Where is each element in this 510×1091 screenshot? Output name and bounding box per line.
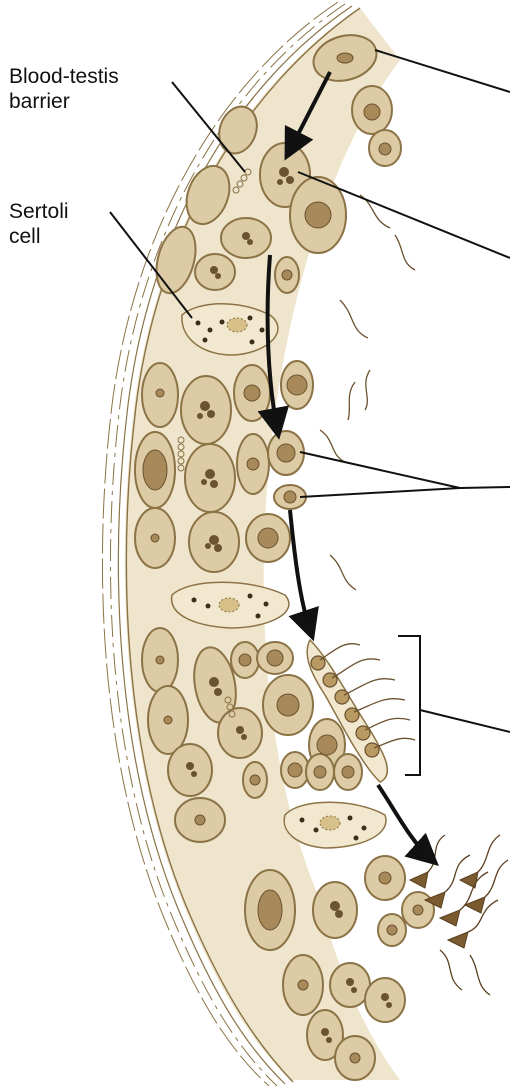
label-sertoli-cell-line1: Sertoli: [9, 199, 69, 224]
filaments: [320, 195, 415, 748]
bracket: [398, 636, 420, 775]
label-sertoli-cell: Sertoli cell: [9, 199, 69, 249]
leader-line-mid-1: [300, 452, 460, 488]
label-blood-testis-barrier-line1: Blood-testis: [9, 64, 119, 89]
sperm-tails: [428, 835, 508, 995]
label-blood-testis-barrier-line2: barrier: [9, 89, 119, 114]
developmental-arrow: [290, 510, 310, 630]
label-blood-testis-barrier: Blood-testis barrier: [9, 64, 119, 114]
leader-line-bracket: [420, 710, 510, 732]
label-sertoli-cell-line2: cell: [9, 224, 69, 249]
leader-line-top-1: [375, 50, 510, 92]
leader-line-mid-2: [300, 487, 510, 497]
